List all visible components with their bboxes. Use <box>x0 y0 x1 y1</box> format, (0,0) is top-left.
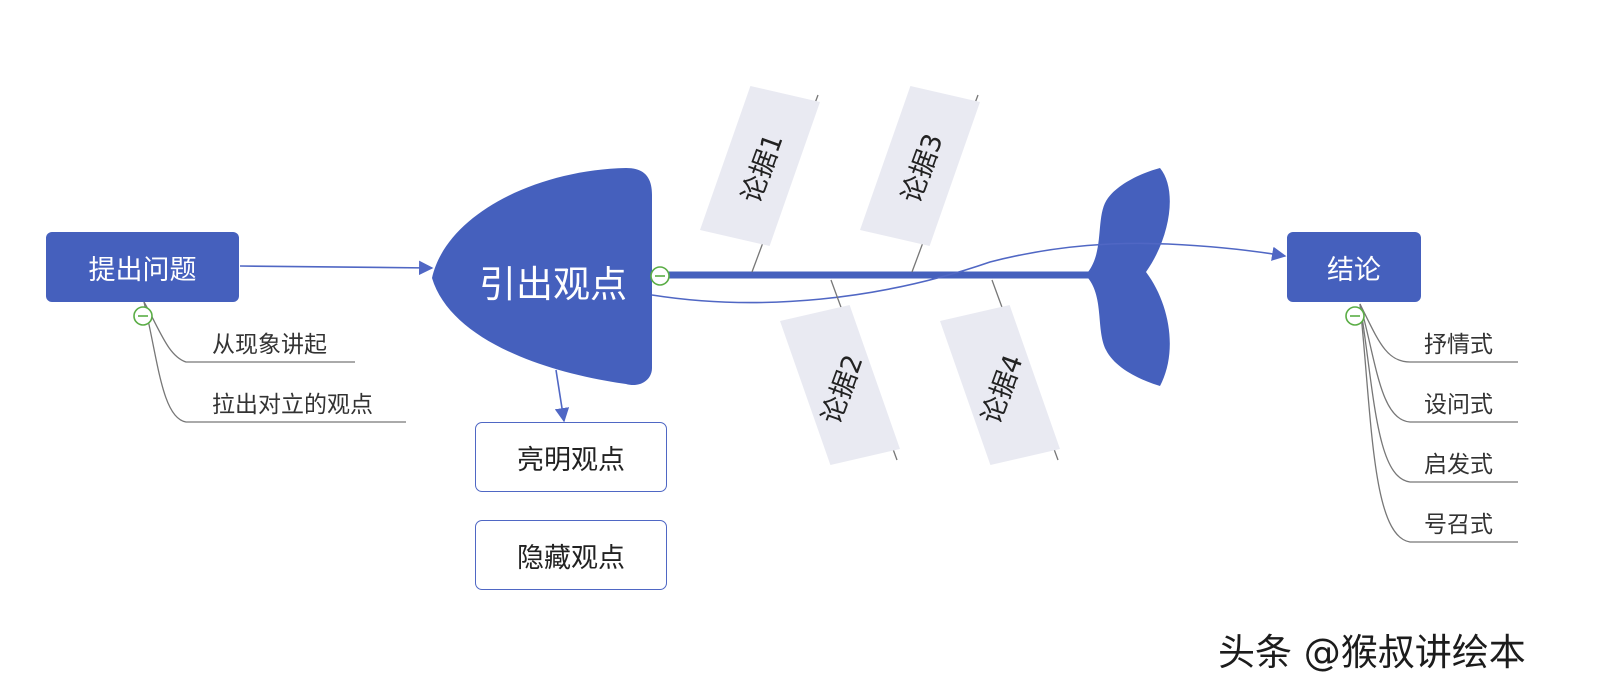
collapse-icon[interactable] <box>133 306 153 326</box>
topic-left-label: 提出问题 <box>88 254 197 286</box>
bone-label-4[interactable]: 论据4 <box>940 305 1060 465</box>
topic-right-label: 结论 <box>1327 254 1381 286</box>
leaf-connector <box>1359 303 1518 483</box>
head-child-1[interactable]: 亮明观点 <box>475 422 667 492</box>
right-leaf-3[interactable]: 启发式 <box>1424 452 1493 478</box>
bone-label-1[interactable]: 论据1 <box>700 86 820 246</box>
right-leaf-2[interactable]: 设问式 <box>1424 392 1493 418</box>
collapse-icon[interactable] <box>1345 306 1365 326</box>
relation-curve <box>651 242 1287 304</box>
leaf-connector <box>1359 303 1518 363</box>
topic-right[interactable]: 结论 <box>1287 232 1421 302</box>
bone-label-3[interactable]: 论据3 <box>860 86 980 246</box>
right-leaf-4[interactable]: 号召式 <box>1424 512 1493 538</box>
fish-tail-shape <box>1088 168 1170 386</box>
leaf-connector <box>1359 303 1518 423</box>
bone-label-2[interactable]: 论据2 <box>780 305 900 465</box>
right-leaf-1[interactable]: 抒情式 <box>1424 332 1493 358</box>
collapse-icon[interactable] <box>650 266 670 286</box>
watermark: 头条 @猴叔讲绘本 <box>1218 631 1526 674</box>
fish-head-shape <box>432 168 652 386</box>
head-child-2-label: 隐藏观点 <box>517 542 625 574</box>
left-leaf-2[interactable]: 拉出对立的观点 <box>212 392 373 418</box>
head-child-2[interactable]: 隐藏观点 <box>475 520 667 590</box>
head-label[interactable]: 引出观点 <box>479 263 627 306</box>
head-child-1-label: 亮明观点 <box>517 444 625 476</box>
head-to-child-arrow <box>554 369 570 423</box>
left-leaf-1[interactable]: 从现象讲起 <box>212 332 327 358</box>
topic-to-head-arrow <box>239 260 434 276</box>
topic-left[interactable]: 提出问题 <box>46 232 239 302</box>
leaf-connector <box>1359 303 1518 543</box>
